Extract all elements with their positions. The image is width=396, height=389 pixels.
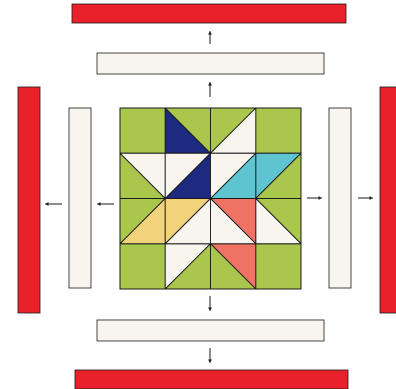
arrow-right-icon xyxy=(358,196,373,200)
cream-border-right xyxy=(329,108,351,288)
red-border-left xyxy=(18,87,40,313)
arrow-left-icon xyxy=(97,202,114,206)
red-border-bottom xyxy=(75,370,348,389)
arrow-up-icon xyxy=(208,82,212,97)
red-border-right xyxy=(380,87,396,313)
arrow-down-icon xyxy=(208,348,212,363)
corner-square-bottom-right xyxy=(256,244,301,289)
cream-border-top xyxy=(97,53,324,74)
cream-border-left xyxy=(69,108,91,288)
corner-square-bottom-left xyxy=(120,244,165,289)
star-block xyxy=(120,108,301,289)
arrow-up-icon xyxy=(208,31,212,44)
red-border-top xyxy=(72,4,346,23)
corner-square-top-right xyxy=(256,108,301,153)
arrow-down-icon xyxy=(208,296,212,311)
arrow-left-icon xyxy=(45,202,62,206)
cream-border-bottom xyxy=(97,320,324,341)
arrow-right-icon xyxy=(307,196,322,200)
corner-square-top-left xyxy=(120,108,165,153)
